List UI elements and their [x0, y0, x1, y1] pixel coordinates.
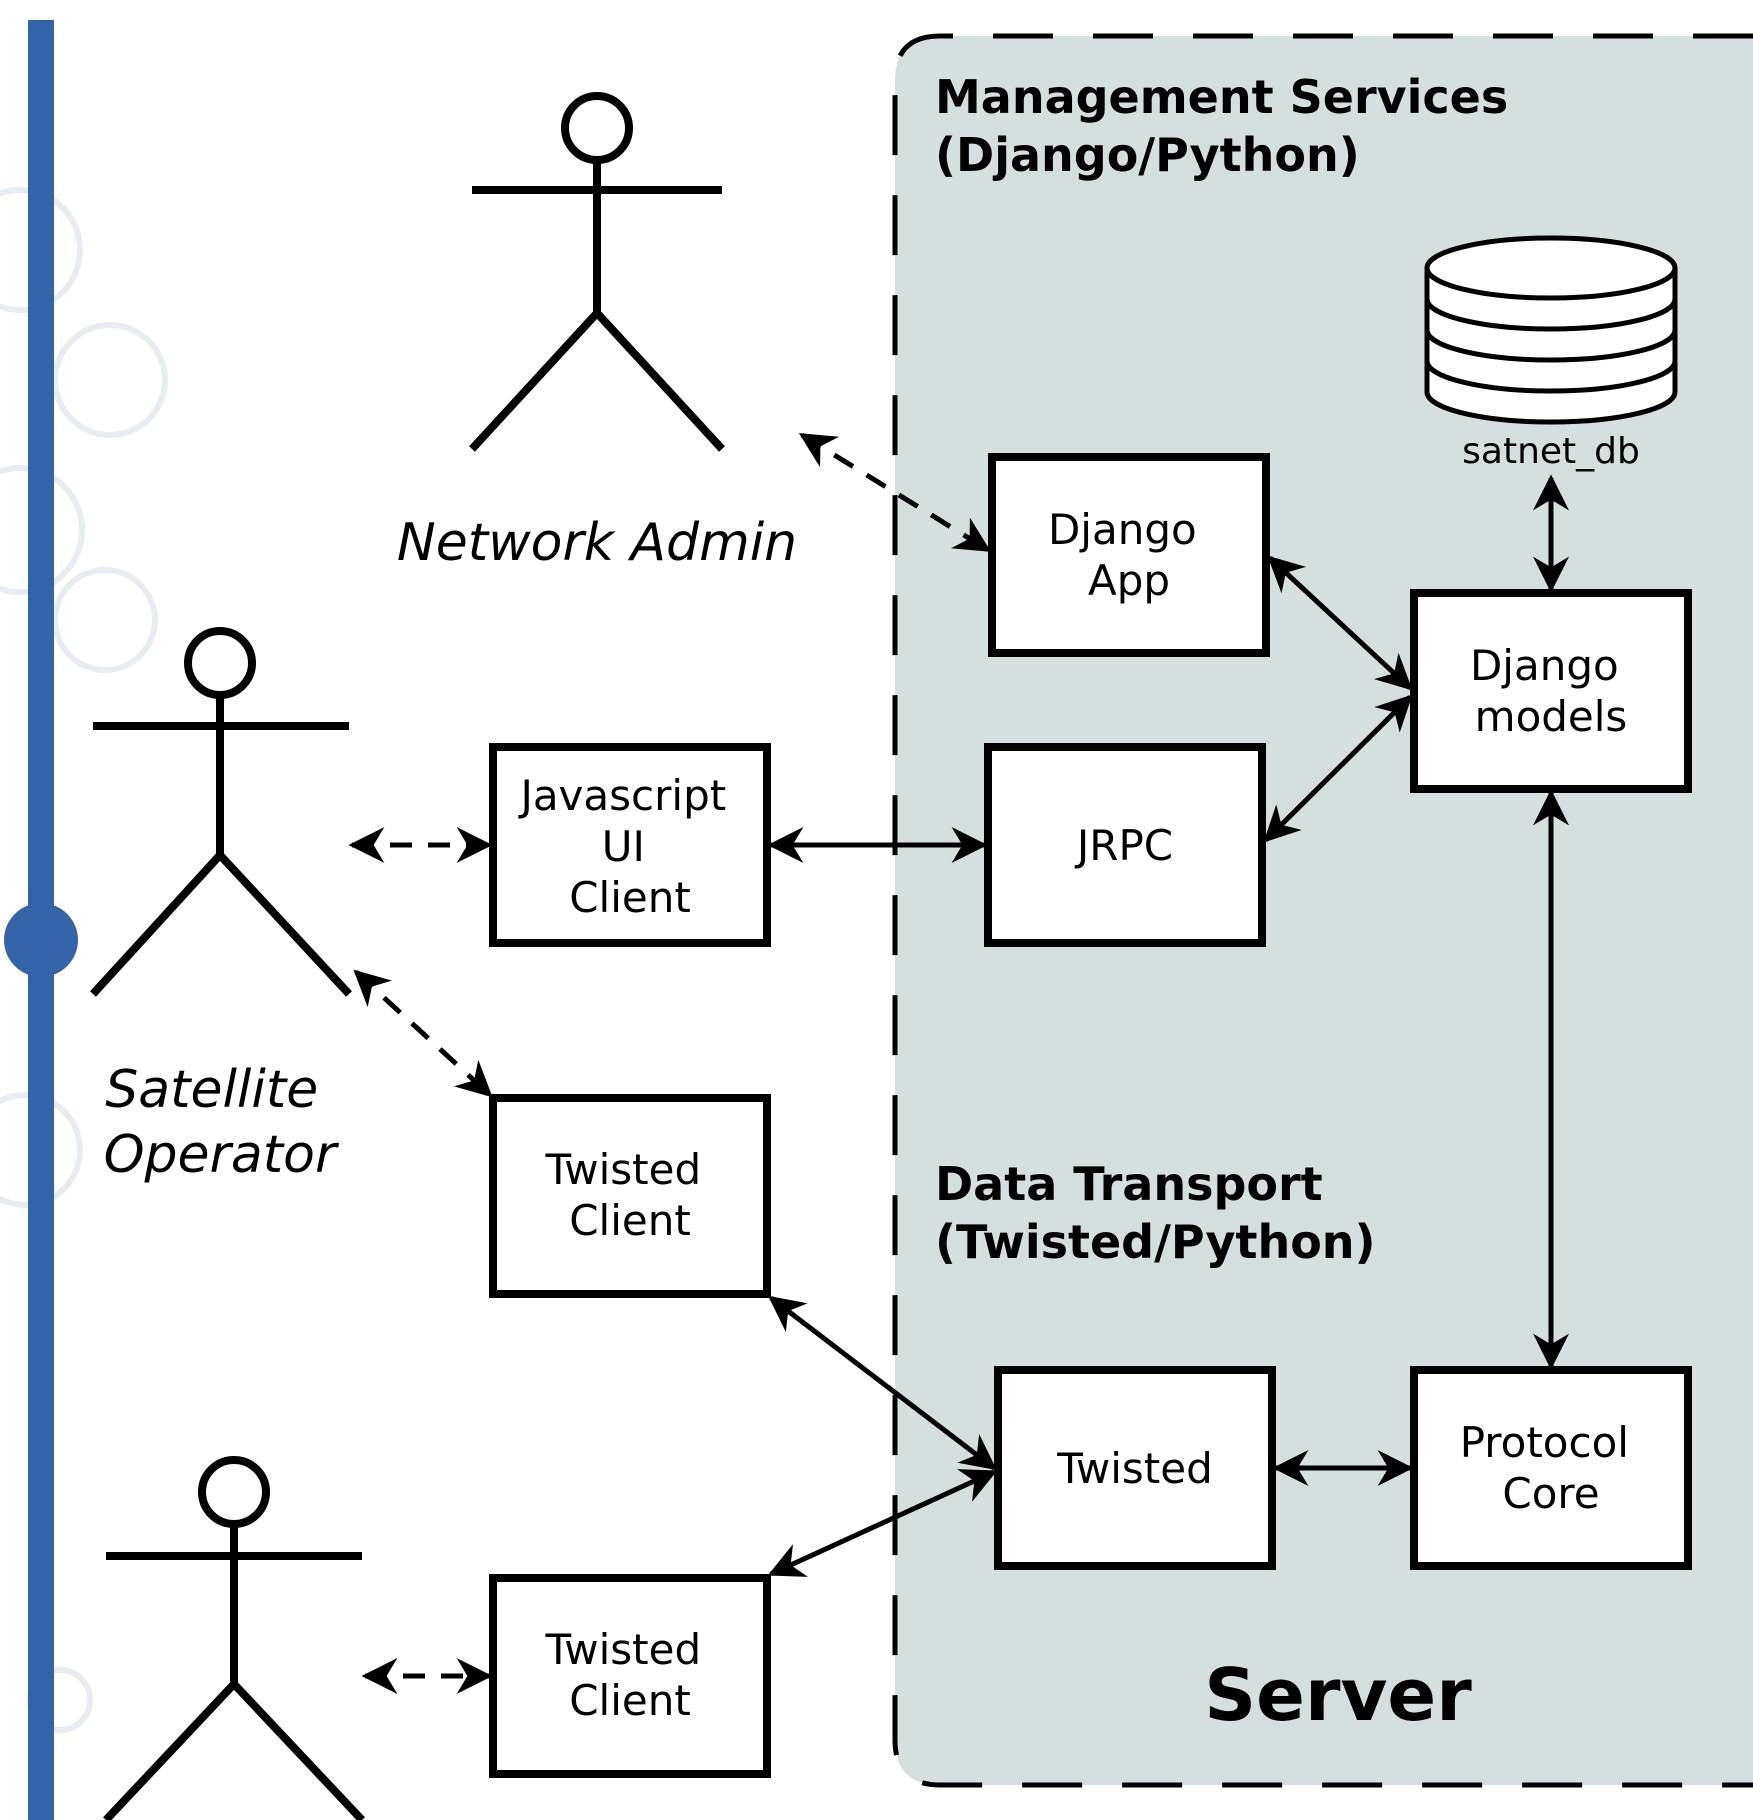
satellite-operator-label: Satellite Operator — [104, 1060, 340, 1185]
django-models-box — [1410, 589, 1692, 793]
django-models-label: Django models — [1470, 641, 1632, 741]
connector-twisted-client-2-server — [767, 1469, 998, 1577]
twisted-server-label: Twisted — [1056, 1444, 1213, 1493]
database-label: satnet_db — [1462, 431, 1640, 472]
transport-section-subtitle: (Twisted/Python) — [935, 1215, 1376, 1269]
server-label: Server — [1204, 1653, 1472, 1737]
stick-figure-icon — [90, 627, 352, 997]
database-icon — [1424, 235, 1678, 425]
protocol-core-box — [1410, 1366, 1692, 1570]
connector-operator-twisted-client-1 — [353, 969, 493, 1098]
jrpc-label: JRPC — [1074, 821, 1173, 870]
twisted-client-box-1 — [489, 1094, 771, 1298]
timeline-node — [4, 903, 78, 977]
twisted-client-label-1: Twisted Client — [545, 1145, 715, 1245]
twisted-client-box-2 — [489, 1574, 771, 1778]
stick-figure-icon — [469, 92, 725, 452]
javascript-client-label: Javascript UI Client — [517, 771, 739, 922]
jrpc-box — [984, 743, 1266, 947]
twisted-server-box — [994, 1366, 1276, 1570]
transport-section-title: Data Transport — [935, 1157, 1323, 1211]
stick-figure-icon — [103, 1456, 365, 1820]
network-admin-label: Network Admin — [397, 513, 797, 573]
management-section-subtitle: (Django/Python) — [935, 128, 1360, 182]
django-app-label: Django App — [1048, 505, 1210, 605]
connector-django-app-models — [1267, 555, 1413, 691]
background-decoration — [0, 187, 168, 1733]
connector-twisted-client-1-server — [768, 1295, 997, 1471]
protocol-core-label: Protocol Core — [1460, 1418, 1643, 1518]
connector-jrpc-models — [1263, 694, 1413, 843]
javascript-client-box — [489, 743, 771, 947]
management-section-title: Management Services — [935, 70, 1508, 124]
twisted-client-label-2: Twisted Client — [545, 1625, 715, 1725]
django-app-box — [988, 453, 1270, 657]
